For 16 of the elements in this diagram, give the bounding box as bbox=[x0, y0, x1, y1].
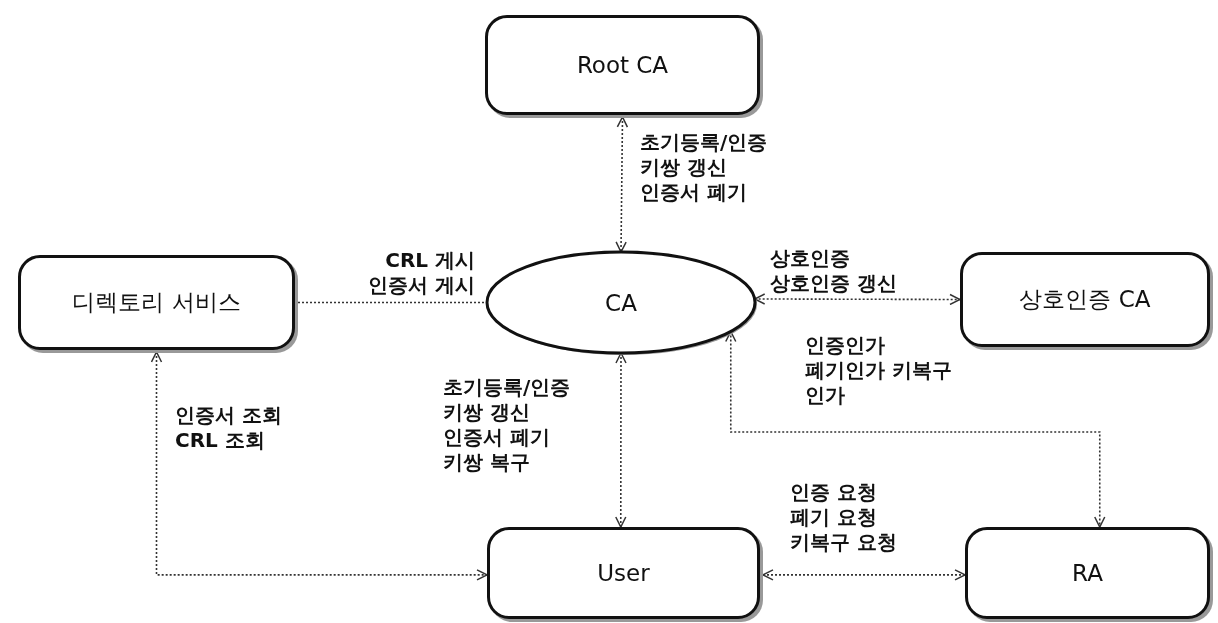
node-label: Root CA bbox=[576, 52, 669, 78]
ellipse-node bbox=[485, 250, 757, 355]
node-label: 디렉토리 서비스 bbox=[72, 288, 241, 317]
node-label: 상호인증 CA bbox=[1019, 285, 1151, 314]
node-label: User bbox=[597, 560, 650, 586]
rounded-box bbox=[965, 527, 1210, 619]
node-label: CA bbox=[605, 289, 637, 316]
rounded-box bbox=[485, 15, 760, 115]
node-label: RA bbox=[1072, 560, 1103, 586]
rounded-box bbox=[960, 252, 1210, 347]
rounded-box bbox=[487, 527, 760, 619]
dotted-arrow bbox=[762, 569, 966, 581]
rounded-box bbox=[18, 255, 295, 350]
dotted-arrow bbox=[615, 116, 629, 253]
dotted-arrow bbox=[615, 352, 627, 528]
dotted-arrow bbox=[150, 351, 488, 581]
